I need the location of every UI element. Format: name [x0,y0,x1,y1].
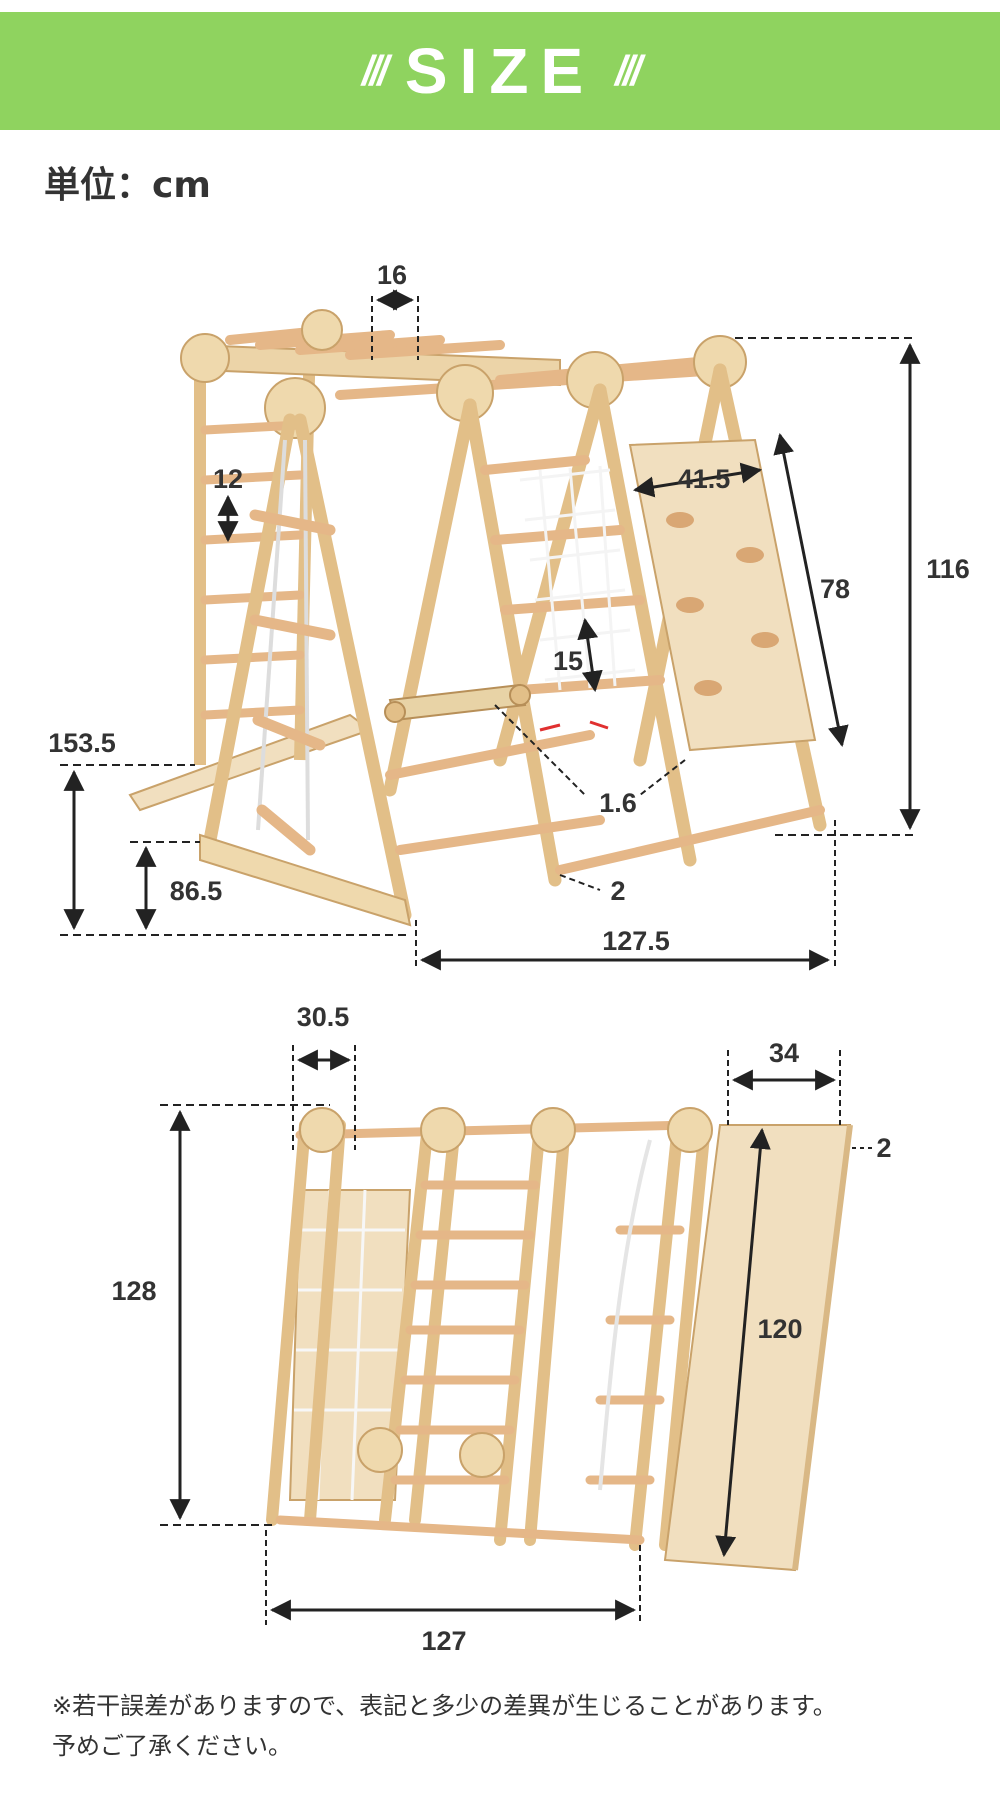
dim-swing-height: 86.5 [170,876,223,906]
bottom-dimensions [160,1045,872,1625]
note-line-2: 予めご了承ください。 [52,1732,292,1760]
dim-bar-spacing: 16 [377,260,407,290]
dim-climb-width: 41.5 [678,464,731,494]
disclaimer-note: ※若干誤差がありますので、表記と多少の差異が生じることがあります。 予めご了承く… [52,1686,972,1766]
banner-title: SIZE [404,35,596,107]
dim-depth: 127.5 [602,926,670,956]
dim-climb-length: 78 [820,574,850,604]
banner-deco-right: /// [615,47,642,94]
dim-slide-thickness: 2 [876,1133,891,1163]
top-dimensions [60,289,921,971]
dim-overall-height: 153.5 [48,728,116,758]
dim-folded-height: 128 [111,1276,156,1306]
size-banner: /// SIZE /// [0,12,1000,130]
banner-deco-left: /// [361,47,389,94]
dim-slide-length: 120 [757,1314,802,1344]
top-illustration [128,309,827,927]
dim-leg-thickness: 2 [610,876,625,906]
dim-net-gap: 15 [553,646,583,676]
dim-rung-gap: 12 [213,464,243,494]
unit-label: 単位：cm [44,165,211,206]
dim-height: 116 [926,554,970,584]
dim-frame-depth: 30.5 [297,1002,350,1032]
dim-step-thickness: 1.6 [599,788,637,818]
dim-slide-width: 34 [769,1038,799,1068]
dim-folded-width: 127 [421,1626,466,1656]
note-line-1: ※若干誤差がありますので、表記と多少の差異が生じることがあります。 [52,1692,837,1720]
